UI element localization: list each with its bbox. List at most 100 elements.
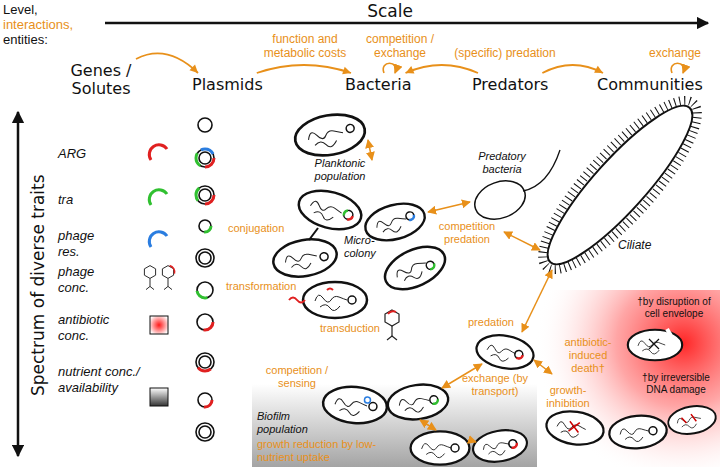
traits-axis [18,112,19,456]
illustration-part [196,353,214,371]
annotation: antibiotic-induced death† [557,336,619,376]
illustration-part [327,289,333,291]
interaction-arrow [257,65,351,73]
illustration-part [386,381,451,423]
arrowhead [189,65,198,73]
illustration-part [196,149,214,167]
annotation: †by irreversible DNA damage [636,372,716,396]
illustration-part [170,266,175,274]
illustration-part [420,420,436,430]
level-heading: Communities [597,76,703,94]
illustration-part [196,149,214,167]
level-name: Bacteria [345,76,412,94]
annotation: interactions, [3,17,73,33]
illustration-part [429,395,438,404]
illustration-part [385,310,399,340]
illustration-part [303,282,367,318]
illustration-part [535,290,720,467]
illustration-part [411,431,470,464]
annotation: competition predation [432,220,502,246]
illustration-part [196,249,214,267]
illustration-part [346,124,355,133]
arrowhead [406,66,415,73]
level-name: Communities [597,76,703,94]
plasmid-column [196,118,214,441]
illustration-part [364,397,371,404]
edge-label: (specific) predation [445,46,565,60]
legend-entry: phage res. [58,228,106,259]
annotation: Micro-colony [344,234,382,260]
level-name: Predators [472,76,548,94]
illustration-part [569,421,580,432]
illustration-part [196,186,214,204]
illustration-part [198,393,212,407]
legend-entry: antibiotic conc. [58,312,130,343]
illustration-part [199,220,211,232]
illustration-part [470,440,476,442]
illustration-part [471,426,530,466]
annotation: Biofilm population [257,410,323,436]
annotation: growth reduction by low-nutrient uptake [257,438,407,464]
illustration-part [671,63,684,73]
illustration-part [303,282,367,318]
illustration-part [649,339,659,349]
level-heading: Predators [472,76,548,94]
illustration-part [522,270,552,332]
illustration-part [388,311,396,314]
illustration-part [197,314,213,330]
illustration-part [649,426,658,435]
interaction-arrow [542,65,603,73]
annotation: exchange (by transport) [455,372,535,398]
illustration-part [197,282,213,298]
illustration-part [514,350,523,359]
annotation: competition / sensing [258,364,336,390]
illustration-part [681,413,696,423]
annotation: transduction [320,322,380,335]
level-heading: Bacteria [345,76,412,94]
illustration-part [199,356,211,368]
illustration-part [343,209,354,220]
illustration-part [150,388,168,406]
illustration-part [405,211,415,221]
illustration-part [378,238,451,298]
legend-text: phage res. [58,228,106,259]
legend-entry: phage conc. [58,264,106,295]
illustration-part [428,202,470,212]
illustration-part [411,431,470,464]
self-loops [383,63,684,73]
annotation: predation [468,316,514,329]
illustration-part [608,413,668,450]
illustration-part [343,209,354,220]
illustration-part [471,426,530,466]
illustration-part [544,408,606,448]
annotation: Scale [355,1,425,21]
illustration-part [197,314,213,330]
legend-entry: tra [58,192,128,208]
illustration-part [514,350,523,359]
illustration-part [144,266,155,290]
interaction-arrows [368,140,552,442]
illustration-part [628,330,682,361]
illustration-part [534,360,552,374]
illustration-part [368,140,372,160]
illustration-part [343,209,354,220]
annotation: Planktonic population [305,157,375,183]
axis-label: Spectrum of diverse traits [28,145,48,425]
illustration-part [292,109,368,160]
illustration-part [474,331,536,373]
annotation: †by disruption of cell envelope [632,296,716,320]
illustration-part [386,381,451,423]
arrowhead [342,67,351,75]
illustration-part [451,444,459,452]
illustration-part [508,439,517,448]
illustration-part [666,329,670,341]
illustration-part [469,174,530,226]
annotation: Predatory bacteria [462,150,542,176]
illustration-part [199,426,211,438]
antibiotic-ground [535,290,720,467]
illustration-part [523,82,718,288]
illustration-part [383,63,396,73]
annotation: transformation [226,280,296,293]
legend-text: ARG [58,146,128,162]
